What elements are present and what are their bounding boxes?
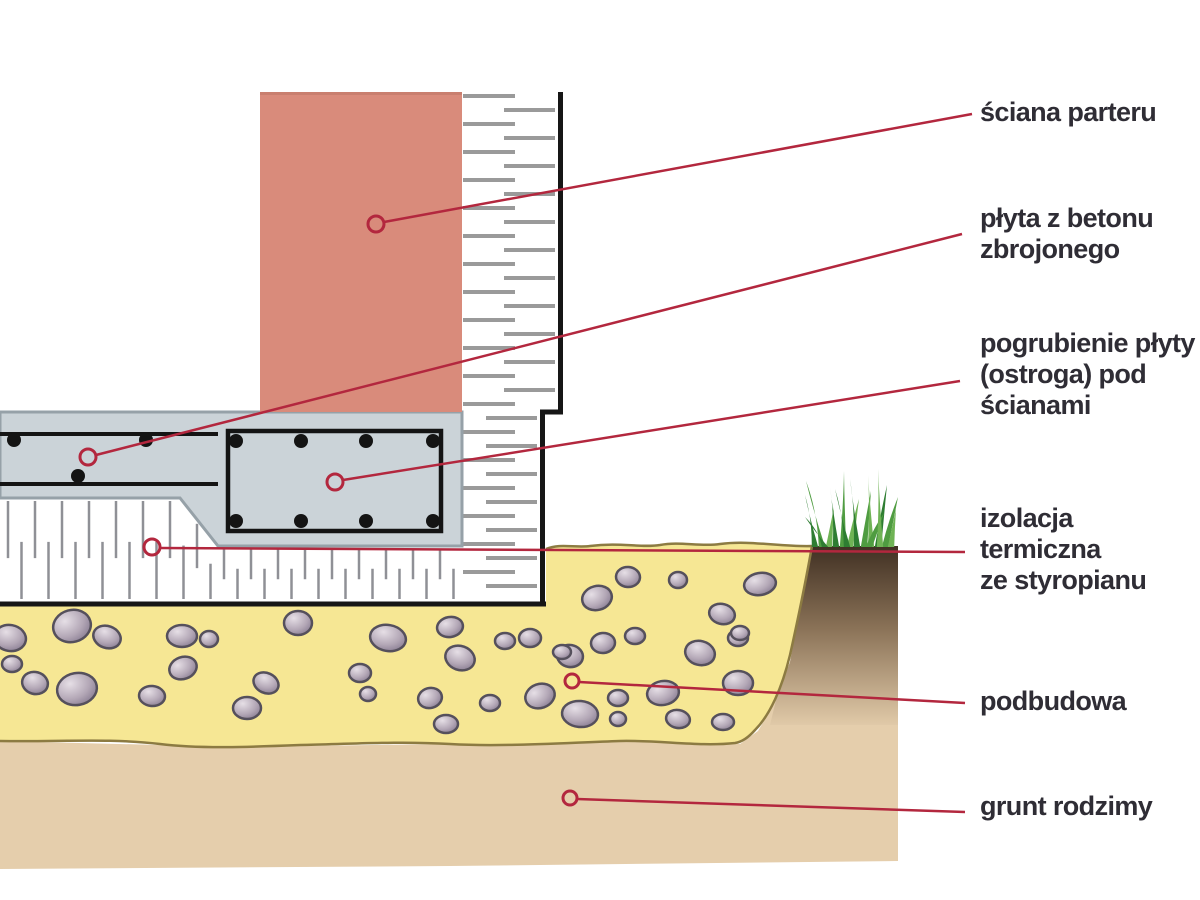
label-podbudowa: podbudowa — [980, 686, 1127, 716]
grass-blade — [806, 481, 826, 547]
stone — [0, 623, 28, 653]
label-sciana-parteru: ściana parteru — [980, 97, 1157, 127]
rebar-dot — [294, 514, 308, 528]
label-plyta-z-betonu: płyta z betonu zbrojonego — [980, 203, 1154, 264]
stone — [478, 693, 502, 713]
stone — [51, 608, 93, 644]
grass-blade — [846, 499, 859, 547]
grass-blade — [887, 509, 896, 547]
stone — [444, 644, 476, 672]
gravel-outline — [0, 541, 814, 749]
rebar-cage — [225, 428, 444, 534]
stone — [368, 623, 408, 653]
stone — [198, 629, 220, 649]
stone — [606, 688, 630, 708]
excavation-shadow — [770, 546, 898, 725]
leader-pogrubienie — [342, 379, 961, 482]
rebar-dot — [359, 434, 373, 448]
marker-plyta — [78, 447, 98, 467]
stone — [729, 624, 751, 642]
stone — [683, 639, 717, 667]
stone — [608, 710, 628, 728]
stone — [358, 685, 378, 703]
leader-izolacja — [159, 546, 966, 554]
wall — [260, 92, 462, 412]
stone — [20, 670, 50, 696]
rebar-dot — [229, 514, 243, 528]
strip-outline — [540, 92, 563, 603]
insulation-hatch — [6, 501, 455, 599]
stone — [589, 631, 617, 655]
stone — [55, 671, 99, 707]
stone — [524, 682, 556, 710]
leader-podbudowa — [578, 680, 966, 705]
grass-blade — [881, 497, 898, 547]
marker-podbudowa — [563, 672, 581, 690]
stone — [137, 684, 167, 708]
grass-blade — [876, 469, 884, 547]
leader-sciana — [383, 112, 973, 224]
stone — [710, 712, 736, 732]
leader-lines — [78, 112, 973, 814]
rebar-dot — [294, 434, 308, 448]
rebar-dot — [426, 514, 440, 528]
label-izolacja-termiczna: izolacja termiczna ze styropianu — [980, 503, 1147, 595]
label-grunt-rodzimy: grunt rodzimy — [980, 791, 1153, 821]
marker-sciana — [366, 214, 386, 234]
grass-blade — [825, 507, 834, 547]
rebar-dot — [229, 434, 243, 448]
stone — [580, 584, 614, 612]
soil-layer — [0, 546, 898, 869]
stone — [667, 570, 689, 590]
stone — [92, 624, 122, 650]
stone — [252, 671, 280, 695]
stone — [742, 571, 778, 597]
stone — [435, 615, 465, 639]
stone — [560, 699, 600, 729]
grass-blade — [850, 479, 861, 547]
marker-pogrubienie — [325, 472, 345, 492]
grass-tuft — [805, 469, 898, 547]
stone — [282, 609, 314, 637]
strip-hatch — [463, 94, 555, 588]
grass-blade — [830, 487, 840, 547]
grass-blade — [860, 491, 871, 547]
stone — [493, 631, 517, 651]
rebar-dot — [359, 514, 373, 528]
rebar-dot — [71, 469, 85, 483]
stone — [231, 695, 263, 721]
marker-izolacja — [142, 537, 162, 557]
grass-blade — [805, 495, 819, 547]
stone — [614, 565, 642, 589]
stone — [165, 623, 199, 649]
rebar-dot — [426, 434, 440, 448]
leader-plyta — [95, 232, 963, 457]
rebar-cage-dots — [229, 434, 440, 528]
leader-grunt — [576, 797, 966, 814]
stone — [551, 643, 573, 661]
marker-grunt — [561, 789, 579, 807]
stone — [432, 713, 460, 735]
stone — [168, 655, 198, 681]
stone — [0, 654, 24, 674]
stone — [623, 626, 647, 646]
rebar-dot — [7, 433, 21, 447]
stone — [707, 602, 737, 626]
grass-blade — [867, 475, 875, 547]
gravel-stones — [0, 565, 778, 735]
stone — [517, 627, 543, 649]
stone — [664, 708, 692, 730]
stone — [347, 662, 373, 684]
grass-blade — [805, 517, 829, 547]
grass-blade — [835, 489, 851, 547]
label-pogrubienie-plyty: pogrubienie płyty (ostroga) pod ścianami — [980, 328, 1195, 420]
stone — [416, 686, 444, 710]
